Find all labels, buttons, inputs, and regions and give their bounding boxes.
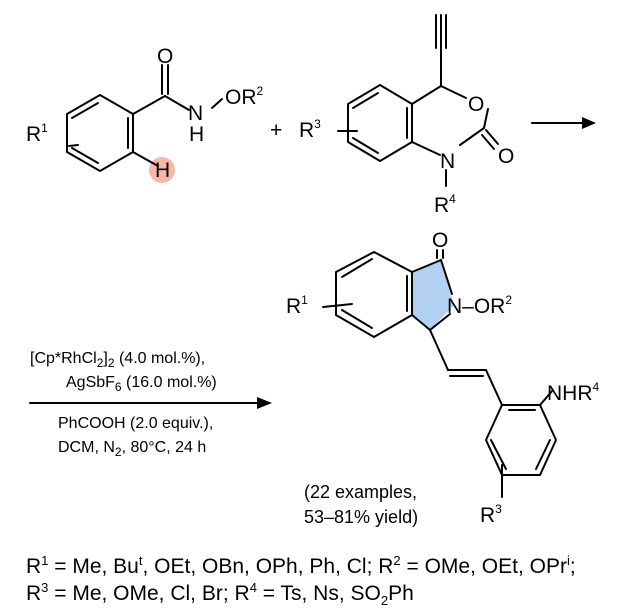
group-nhr4: NHR4 bbox=[547, 380, 600, 405]
atom-o-carbonyl: O bbox=[157, 45, 173, 68]
atom-n-amide: N bbox=[188, 102, 203, 125]
product-isoindolinone: O R1 N–OR2 NHR4 R3 bbox=[286, 229, 600, 527]
examples-count: (22 examples, bbox=[304, 482, 417, 502]
yield-range: 53–81% yield) bbox=[304, 507, 418, 527]
substituent-list-line2: R3 = Me, OMe, Cl, Br; R4 = Ts, Ns, SO2Ph bbox=[26, 580, 414, 609]
condition-additive: AgSbF6 (16.0 mol.%) bbox=[66, 374, 217, 394]
atom-h-amide: H bbox=[189, 123, 204, 146]
group-r3-product: R3 bbox=[480, 502, 502, 527]
reaction-scheme: O N H OR2 R1 H + R3 O O N R4 bbox=[26, 14, 600, 527]
atom-o-carbonyl: O bbox=[498, 145, 514, 168]
reaction-arrow-top-head bbox=[582, 117, 596, 129]
reaction-conditions: [Cp*RhCl2]2 (4.0 mol.%), AgSbF6 (16.0 mo… bbox=[29, 350, 272, 459]
plus-sign: + bbox=[270, 119, 282, 142]
atom-o-lactam: O bbox=[432, 229, 448, 252]
condition-acid: PhCOOH (2.0 equiv.), bbox=[58, 415, 213, 432]
group-r1-product: R1 bbox=[286, 293, 308, 318]
atom-n-carbamate: N bbox=[440, 150, 455, 173]
group-r3: R3 bbox=[299, 117, 321, 142]
reactant-benzamide: O N H OR2 R1 H bbox=[26, 45, 264, 183]
substituent-list-line1: R1 = Me, But, OEt, OBn, OPh, Ph, Cl; R2 … bbox=[26, 553, 576, 578]
five-ring-highlight bbox=[412, 260, 454, 330]
atom-o-ring: O bbox=[468, 93, 484, 116]
group-r4: R4 bbox=[434, 192, 456, 217]
group-n-or2: N–OR2 bbox=[447, 293, 512, 318]
reactant-carbamate: R3 O O N R4 bbox=[299, 14, 514, 217]
condition-solvent: DCM, N2, 80°C, 24 h bbox=[58, 439, 206, 459]
reaction-arrow-main-head bbox=[257, 397, 272, 409]
group-or2: OR2 bbox=[225, 84, 264, 109]
condition-catalyst: [Cp*RhCl2]2 (4.0 mol.%), bbox=[30, 350, 205, 370]
group-r1: R1 bbox=[26, 121, 48, 146]
atom-h-ortho: H bbox=[155, 159, 170, 182]
